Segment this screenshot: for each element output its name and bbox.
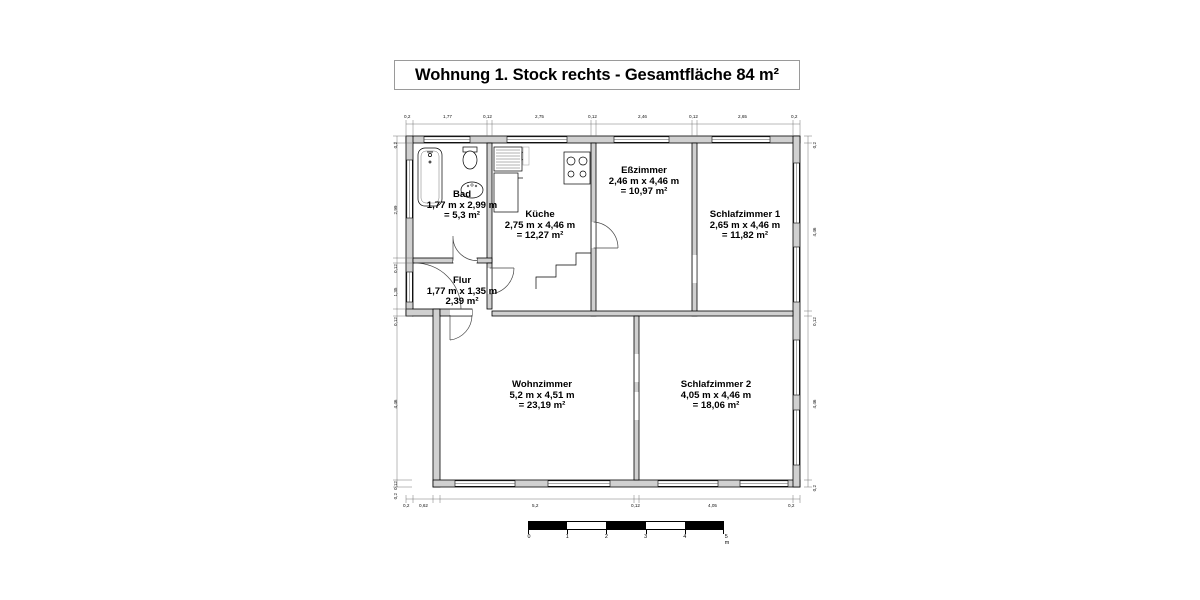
room-name-bad: Bad	[452, 189, 472, 200]
dim-left-7: 0,2	[393, 493, 398, 500]
room-dimensions-wohnzimmer: 5,2 m x 4,51 m	[509, 389, 575, 401]
dim-left-6: 0,12	[393, 481, 398, 490]
room-area-esszimmer: = 10,97 m²	[620, 186, 668, 198]
scale-tick-5	[723, 530, 724, 534]
counter-icon	[493, 146, 530, 213]
dim-right-0: 0,2	[812, 142, 817, 149]
room-dimensions-schlafzimmer1: 2,65 m x 4,46 m	[709, 219, 781, 231]
room-label-schlafzimmer2: Schlafzimmer 2 4,05 m x 4,46 m = 18,06 m…	[646, 379, 786, 412]
dim-bottom-1: 0,62	[419, 503, 428, 508]
room-name-wohnzimmer: Wohnzimmer	[511, 379, 573, 390]
dim-left-1: 2,99	[393, 205, 398, 215]
sink-icon	[460, 181, 484, 199]
scale-segment-2	[606, 521, 646, 530]
door-swings	[414, 221, 619, 341]
scale-label-1: 1	[565, 534, 569, 540]
room-name-schlafzimmer2: Schlafzimmer 2	[680, 379, 752, 390]
scale-tick-4	[684, 530, 686, 534]
dim-bottom-5: 0,2	[788, 503, 795, 508]
dim-bottom-0: 0,2	[403, 503, 410, 508]
room-dimensions-flur: 1,77 m x 1,35 m	[426, 285, 498, 297]
room-area-bad: = 5,3 m²	[444, 210, 480, 222]
toilet-icon	[462, 146, 478, 170]
dim-left-3: 1,35	[393, 287, 398, 297]
scale-label-5: 5 m	[724, 534, 730, 546]
room-dimensions-schlafzimmer2: 4,05 m x 4,46 m	[680, 389, 752, 401]
door-openings	[450, 222, 697, 420]
scale-tick-3	[645, 530, 647, 534]
dim-top-5: 2,46	[638, 114, 647, 119]
scale-bar-frame	[528, 521, 724, 530]
page-title: Wohnung 1. Stock rechts - Gesamtfläche 8…	[415, 65, 779, 84]
scale-segment-3	[645, 521, 685, 530]
room-area-flur: 2,39 m²	[445, 296, 479, 308]
dim-bottom-2: 5,2	[532, 503, 539, 508]
room-name-flur: Flur	[452, 275, 472, 286]
scale-label-4: 4	[683, 534, 687, 540]
dim-bottom-3: 0,12	[631, 503, 640, 508]
dim-top-2: 0,12	[483, 114, 492, 119]
scale-segment-4	[684, 521, 724, 530]
dimension-lines	[393, 120, 812, 503]
scale-tick-2	[606, 530, 608, 534]
scale-segment-0	[528, 521, 568, 530]
dim-top-6: 0,12	[689, 114, 698, 119]
plan-title-box: Wohnung 1. Stock rechts - Gesamtfläche 8…	[394, 60, 800, 90]
room-name-kueche: Küche	[525, 209, 555, 220]
scale-tick-1	[567, 530, 569, 534]
room-label-schlafzimmer1: Schlafzimmer 1 2,65 m x 4,46 m = 11,82 m…	[675, 209, 815, 242]
dim-top-7: 2,65	[738, 114, 747, 119]
dim-left-4: 0,12	[393, 317, 398, 326]
dim-top-8: 0,2	[791, 114, 798, 119]
dim-left-0: 0,2	[393, 142, 398, 149]
windows	[406, 136, 800, 487]
room-label-esszimmer: Eßzimmer 2,46 m x 4,46 m = 10,97 m²	[574, 165, 714, 198]
scale-label-3: 3	[644, 534, 648, 540]
room-name-schlafzimmer1: Schlafzimmer 1	[709, 209, 781, 220]
scale-tick-0	[528, 530, 529, 534]
room-label-wohnzimmer: Wohnzimmer 5,2 m x 4,51 m = 23,19 m²	[472, 379, 612, 412]
room-area-kueche: = 12,27 m²	[516, 230, 564, 242]
kitchen-niche	[535, 252, 591, 289]
scale-label-2: 2	[604, 534, 608, 540]
dim-top-4: 0,12	[588, 114, 597, 119]
dim-right-1: 4,46	[812, 227, 817, 237]
dim-right-3: 4,46	[812, 399, 817, 409]
room-dimensions-esszimmer: 2,46 m x 4,46 m	[608, 175, 680, 187]
room-label-flur: Flur 1,77 m x 1,35 m 2,39 m²	[392, 275, 532, 308]
scale-label-0: 0	[527, 534, 531, 540]
scale-segment-1	[567, 521, 607, 530]
room-dimensions-bad: 1,77 m x 2,99 m	[426, 199, 498, 211]
room-area-wohnzimmer: = 23,19 m²	[518, 400, 566, 412]
room-label-bad: Bad 1,77 m x 2,99 m = 5,3 m²	[392, 189, 532, 222]
dim-left-2: 0,12	[393, 264, 398, 273]
dim-right-2: 0,12	[812, 317, 817, 326]
dim-top-3: 2,75	[535, 114, 544, 119]
room-dimensions-kueche: 2,75 m x 4,46 m	[504, 219, 576, 231]
scale-bar: 0 1 2 3 4 5 m	[527, 521, 729, 546]
bathtub-icon	[417, 147, 443, 207]
dim-bottom-4: 4,05	[708, 503, 717, 508]
room-name-esszimmer: Eßzimmer	[621, 165, 667, 176]
dim-right-4: 0,2	[812, 485, 817, 492]
dim-left-5: 4,46	[393, 399, 398, 409]
room-area-schlafzimmer2: = 18,06 m²	[692, 400, 740, 412]
dim-top-1: 1,77	[443, 114, 452, 119]
stove-icon	[563, 151, 591, 185]
cabinet-icon	[493, 146, 529, 172]
dim-top-0: 0,2	[404, 114, 411, 119]
room-label-kueche: Küche 2,75 m x 4,46 m = 12,27 m²	[470, 209, 610, 242]
room-area-schlafzimmer1: = 11,82 m²	[721, 230, 769, 242]
